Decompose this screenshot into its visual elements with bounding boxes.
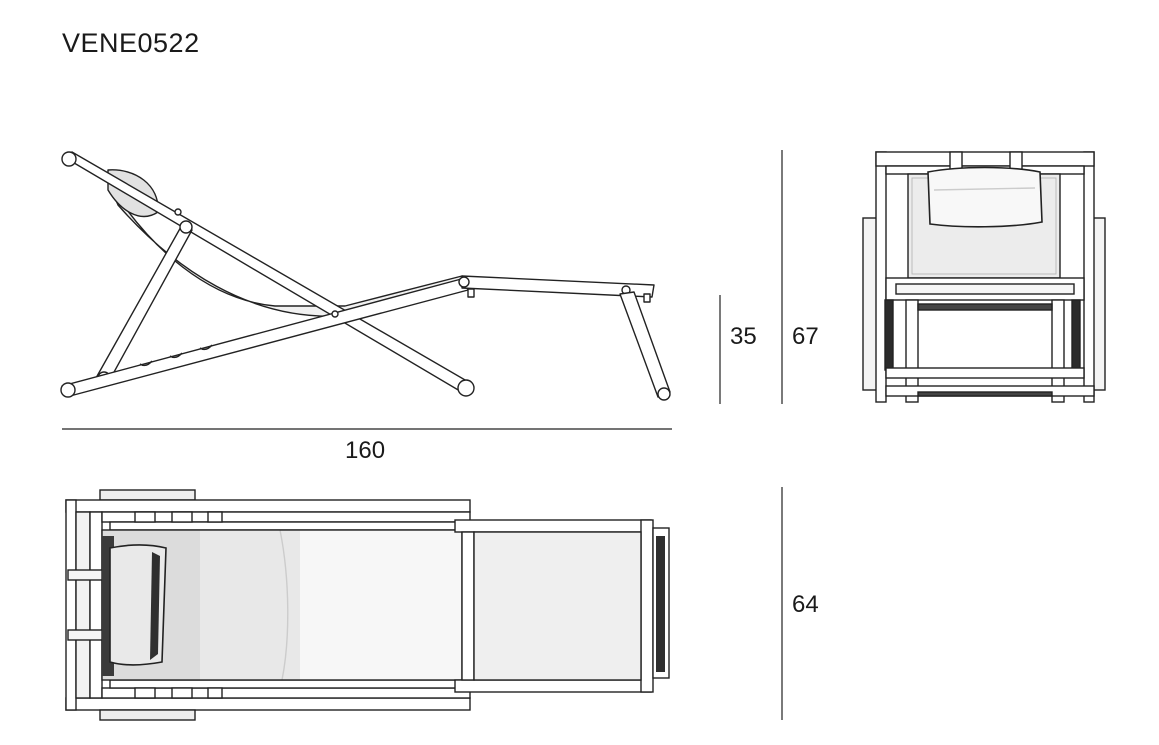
product-code: VENE0522 <box>62 28 200 58</box>
front-leg <box>619 291 671 398</box>
side-view <box>60 151 671 401</box>
back-rail <box>63 151 473 395</box>
dim-height-label: 67 <box>792 323 819 350</box>
front-view <box>862 151 1106 403</box>
dim-length-label: 160 <box>345 437 386 464</box>
top-view <box>65 489 670 721</box>
dim-seat-height-label: 35 <box>730 323 757 350</box>
dimension-lines <box>62 150 783 720</box>
dim-width-label: 64 <box>792 591 819 618</box>
front-pillow <box>927 166 1043 228</box>
